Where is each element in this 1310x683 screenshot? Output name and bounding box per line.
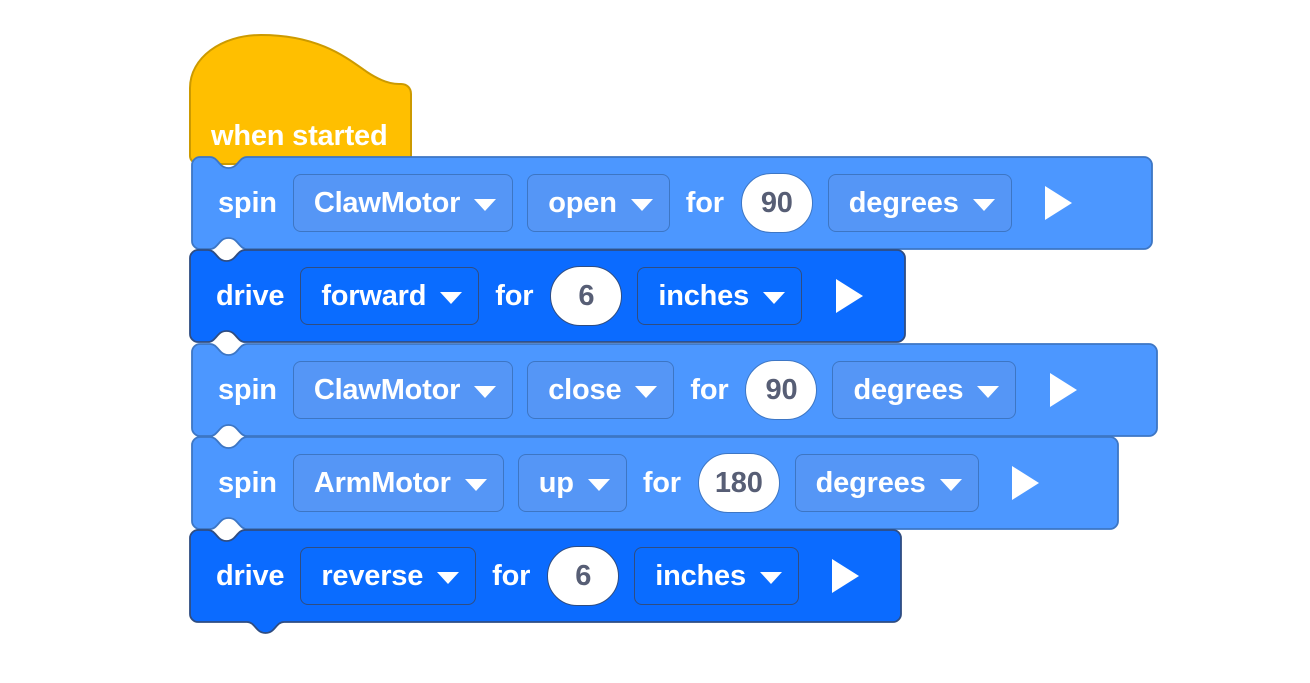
for-label: for — [495, 279, 534, 312]
chevron-down-icon — [972, 198, 995, 211]
units-dropdown[interactable]: degrees — [832, 361, 1017, 419]
block-row: drive reverse for 6 inches — [189, 529, 880, 623]
spin-verb-label: spin — [218, 373, 277, 406]
units-dropdown-label: inches — [658, 279, 750, 312]
amount-input[interactable]: 6 — [550, 266, 623, 326]
direction-dropdown[interactable]: forward — [300, 267, 480, 325]
run-block-button[interactable] — [1037, 361, 1089, 419]
chevron-down-icon — [474, 198, 497, 211]
run-block-button[interactable] — [820, 547, 872, 605]
block-when-started[interactable]: when started — [189, 33, 415, 177]
block-spin-clawmotor-close[interactable]: spin ClawMotor close for 90 degrees — [191, 343, 1158, 437]
for-label: for — [685, 186, 724, 219]
direction-dropdown-label: open — [548, 186, 617, 219]
units-dropdown[interactable]: degrees — [794, 454, 979, 512]
block-drive-reverse[interactable]: drive reverse for 6 inches — [189, 529, 902, 634]
for-label: for — [690, 373, 729, 406]
play-triangle-icon — [835, 279, 863, 313]
for-label: for — [642, 466, 681, 499]
direction-dropdown-label: close — [548, 373, 622, 406]
chevron-down-icon — [763, 291, 786, 304]
block-row: drive forward for 6 inches — [189, 249, 883, 343]
motor-dropdown[interactable]: ClawMotor — [292, 361, 514, 419]
direction-dropdown[interactable]: open — [527, 174, 670, 232]
amount-value: 6 — [575, 559, 592, 592]
amount-input[interactable]: 90 — [745, 360, 818, 420]
units-dropdown[interactable]: inches — [634, 547, 799, 605]
chevron-down-icon — [630, 198, 653, 211]
amount-value: 6 — [578, 279, 595, 312]
play-triangle-icon — [832, 559, 860, 593]
chevron-down-icon — [635, 385, 658, 398]
block-drive-forward[interactable]: drive forward for 6 inches — [189, 249, 906, 343]
units-dropdown-label: degrees — [853, 373, 964, 406]
play-triangle-icon — [1045, 186, 1073, 220]
drive-verb-label: drive — [216, 279, 285, 312]
units-dropdown-label: degrees — [848, 186, 959, 219]
amount-value: 90 — [760, 186, 793, 219]
hat-block-shape — [189, 33, 412, 177]
direction-dropdown[interactable]: close — [527, 361, 675, 419]
spin-verb-label: spin — [218, 186, 277, 219]
direction-dropdown-label: up — [538, 466, 574, 499]
block-row: spin ArmMotor up for 180 degrees — [191, 436, 1060, 530]
units-dropdown-label: inches — [655, 559, 746, 592]
when-started-label: when started — [211, 120, 388, 152]
chevron-down-icon — [759, 571, 782, 584]
block-spin-clawmotor-open[interactable]: spin ClawMotor open for 90 degrees — [191, 156, 1153, 250]
motor-dropdown[interactable]: ClawMotor — [292, 174, 514, 232]
drive-verb-label: drive — [216, 559, 285, 592]
chevron-down-icon — [440, 291, 463, 304]
block-row: spin ClawMotor open for 90 degrees — [191, 156, 1093, 250]
amount-value: 90 — [765, 373, 798, 406]
amount-input[interactable]: 6 — [547, 546, 620, 606]
direction-dropdown[interactable]: reverse — [300, 547, 477, 605]
spin-verb-label: spin — [218, 466, 277, 499]
motor-dropdown-label: ClawMotor — [313, 373, 461, 406]
motor-dropdown-label: ArmMotor — [313, 466, 451, 499]
play-triangle-icon — [1012, 466, 1039, 500]
units-dropdown[interactable]: inches — [637, 267, 803, 325]
motor-dropdown[interactable]: ArmMotor — [292, 454, 504, 512]
chevron-down-icon — [474, 385, 497, 398]
run-block-button[interactable] — [823, 267, 875, 325]
motor-dropdown-label: ClawMotor — [313, 186, 461, 219]
units-dropdown[interactable]: degrees — [827, 174, 1012, 232]
for-label: for — [492, 559, 531, 592]
units-dropdown-label: degrees — [815, 466, 926, 499]
block-row: spin ClawMotor close for 90 degrees — [191, 343, 1097, 437]
chevron-down-icon — [464, 478, 487, 491]
chevron-down-icon — [939, 478, 962, 491]
amount-value: 180 — [714, 466, 763, 499]
direction-dropdown-label: forward — [321, 279, 427, 312]
chevron-down-icon — [587, 478, 610, 491]
play-triangle-icon — [1049, 373, 1077, 407]
direction-dropdown-label: reverse — [321, 559, 424, 592]
block-spin-armmotor-up[interactable]: spin ArmMotor up for 180 degrees — [191, 436, 1119, 530]
chevron-down-icon — [437, 571, 460, 584]
run-block-button[interactable] — [1033, 174, 1085, 232]
chevron-down-icon — [977, 385, 1000, 398]
amount-input[interactable]: 90 — [740, 173, 813, 233]
direction-dropdown[interactable]: up — [517, 454, 627, 512]
amount-input[interactable]: 180 — [697, 453, 780, 513]
run-block-button[interactable] — [1000, 454, 1052, 512]
